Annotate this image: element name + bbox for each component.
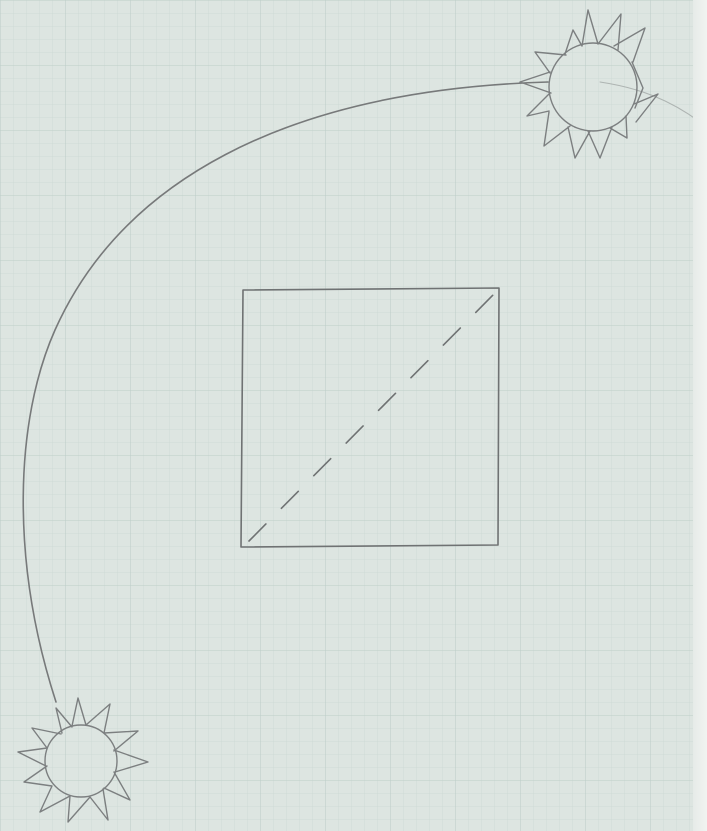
paper-edge — [693, 0, 707, 831]
